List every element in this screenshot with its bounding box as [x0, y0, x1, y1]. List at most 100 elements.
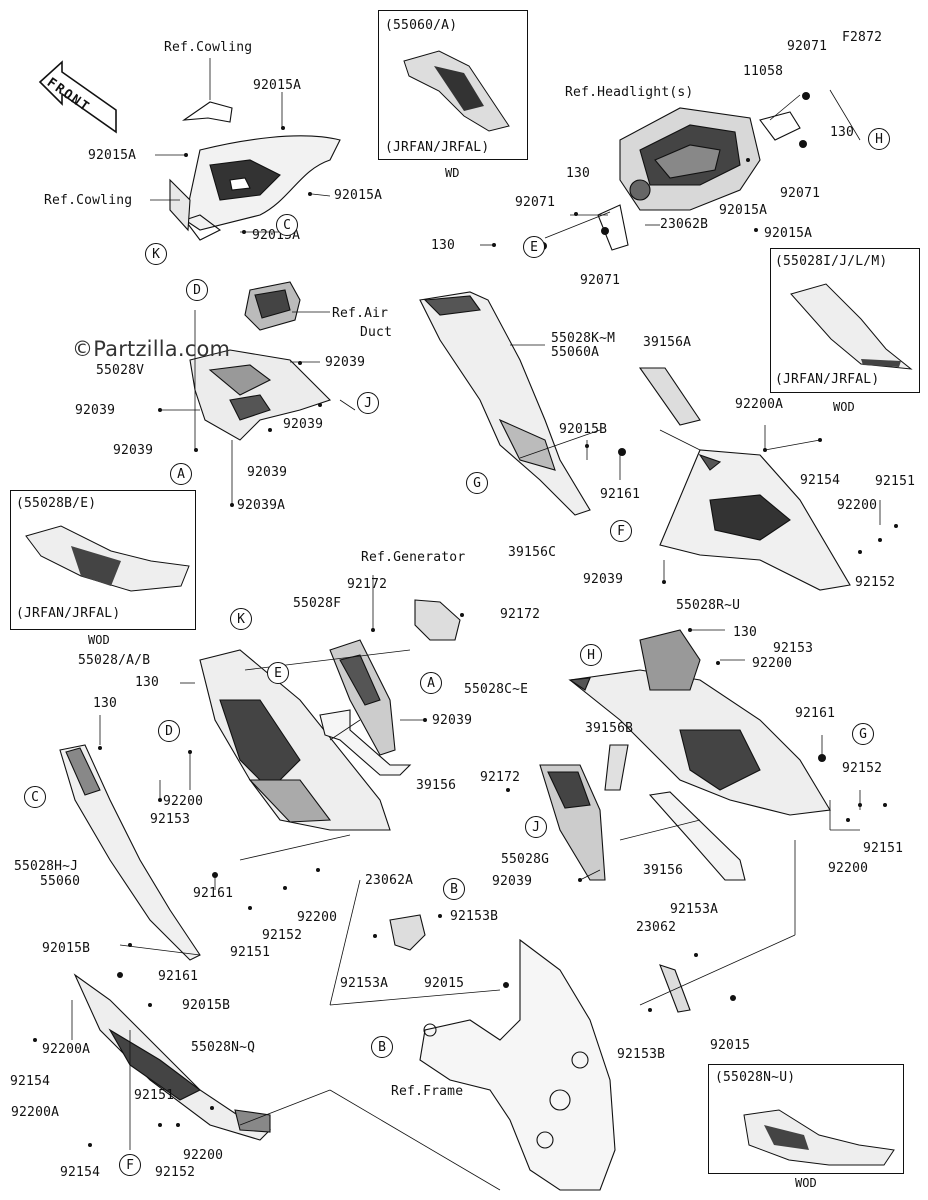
part-label[interactable]: 55028V: [96, 363, 145, 378]
part-label[interactable]: 92154: [60, 1165, 101, 1180]
part-label[interactable]: 92153B: [617, 1047, 666, 1062]
part-label[interactable]: 55060: [40, 874, 81, 889]
part-label[interactable]: 55028C~E: [464, 682, 529, 697]
part-label[interactable]: 92039: [283, 417, 324, 432]
part-label[interactable]: 92039: [492, 874, 533, 889]
callout-h[interactable]: H: [580, 644, 602, 666]
part-label[interactable]: 92153A: [670, 902, 719, 917]
callout-a[interactable]: A: [420, 672, 442, 694]
callout-e[interactable]: E: [523, 236, 545, 258]
part-label[interactable]: 92015A: [719, 203, 768, 218]
part-label[interactable]: 92039: [113, 443, 154, 458]
part-label[interactable]: Duct: [360, 325, 393, 340]
callout-j[interactable]: J: [525, 816, 547, 838]
part-label[interactable]: 92161: [193, 886, 234, 901]
callout-k[interactable]: K: [230, 608, 252, 630]
part-label[interactable]: 92154: [800, 473, 841, 488]
part-label[interactable]: 92071: [780, 186, 821, 201]
part-label[interactable]: 92015B: [182, 998, 231, 1013]
part-label[interactable]: 92152: [842, 761, 883, 776]
callout-d[interactable]: D: [186, 279, 208, 301]
part-label[interactable]: 92152: [855, 575, 896, 590]
part-label[interactable]: 11058: [743, 64, 784, 79]
part-label[interactable]: 39156: [643, 863, 684, 878]
part-label[interactable]: 92172: [480, 770, 521, 785]
part-label[interactable]: 92200A: [11, 1105, 60, 1120]
part-label[interactable]: 92154: [10, 1074, 51, 1089]
part-label[interactable]: 92153: [773, 641, 814, 656]
part-label[interactable]: 55028F: [293, 596, 342, 611]
callout-e[interactable]: E: [267, 662, 289, 684]
part-label[interactable]: 92039A: [237, 498, 286, 513]
callout-j[interactable]: J: [357, 392, 379, 414]
part-label[interactable]: 92200: [297, 910, 338, 925]
part-label[interactable]: 55028R~U: [676, 598, 741, 613]
callout-h[interactable]: H: [868, 128, 890, 150]
part-label[interactable]: 23062: [636, 920, 677, 935]
part-label[interactable]: 55028N~Q: [191, 1040, 256, 1055]
part-label[interactable]: Ref.Air: [332, 306, 389, 321]
part-label[interactable]: 92015A: [334, 188, 383, 203]
part-label[interactable]: 130: [135, 675, 160, 690]
part-label[interactable]: 92071: [580, 273, 621, 288]
part-label[interactable]: 39156B: [585, 721, 634, 736]
part-label[interactable]: 55060A: [551, 345, 600, 360]
part-label[interactable]: 39156A: [643, 335, 692, 350]
part-label[interactable]: 92200: [752, 656, 793, 671]
part-label[interactable]: 23062B: [660, 217, 709, 232]
callout-b[interactable]: B: [443, 878, 465, 900]
part-label[interactable]: 92200: [828, 861, 869, 876]
part-label[interactable]: 130: [431, 238, 456, 253]
part-label[interactable]: 130: [830, 125, 855, 140]
part-label[interactable]: 130: [733, 625, 758, 640]
part-label[interactable]: 92200A: [735, 397, 784, 412]
part-label[interactable]: 92161: [600, 487, 641, 502]
callout-f[interactable]: F: [610, 520, 632, 542]
callout-b[interactable]: B: [371, 1036, 393, 1058]
callout-a[interactable]: A: [170, 463, 192, 485]
callout-d[interactable]: D: [158, 720, 180, 742]
part-label[interactable]: Ref.Cowling: [164, 40, 253, 55]
part-label[interactable]: 92161: [795, 706, 836, 721]
part-label[interactable]: 92151: [863, 841, 904, 856]
part-label[interactable]: 92039: [325, 355, 366, 370]
part-label[interactable]: Ref.Cowling: [44, 193, 133, 208]
part-label[interactable]: 92200A: [42, 1042, 91, 1057]
part-label[interactable]: 92200: [163, 794, 204, 809]
part-label[interactable]: 92200: [837, 498, 878, 513]
part-label[interactable]: 92039: [583, 572, 624, 587]
part-label[interactable]: 92161: [158, 969, 199, 984]
part-label[interactable]: 92151: [230, 945, 271, 960]
part-label[interactable]: 92071: [787, 39, 828, 54]
part-label[interactable]: 92172: [500, 607, 541, 622]
part-label[interactable]: Ref.Headlight(s): [565, 85, 694, 100]
part-label[interactable]: 92015: [710, 1038, 751, 1053]
part-label[interactable]: 39156C: [508, 545, 557, 560]
part-label[interactable]: 92200: [183, 1148, 224, 1163]
callout-k[interactable]: K: [145, 243, 167, 265]
callout-g[interactable]: G: [852, 723, 874, 745]
part-label[interactable]: 92153: [150, 812, 191, 827]
part-label[interactable]: 92039: [432, 713, 473, 728]
part-label[interactable]: 55028G: [501, 852, 550, 867]
part-label[interactable]: 55028H~J: [14, 859, 79, 874]
part-label[interactable]: 92172: [347, 577, 388, 592]
part-label[interactable]: 130: [566, 166, 591, 181]
part-label[interactable]: 92071: [515, 195, 556, 210]
part-label[interactable]: 92151: [875, 474, 916, 489]
part-label[interactable]: 130: [93, 696, 118, 711]
part-label[interactable]: 92152: [155, 1165, 196, 1180]
part-label[interactable]: 92152: [262, 928, 303, 943]
part-label[interactable]: 92015A: [253, 78, 302, 93]
callout-g[interactable]: G: [466, 472, 488, 494]
callout-f[interactable]: F: [119, 1154, 141, 1176]
part-label[interactable]: 92015A: [88, 148, 137, 163]
part-label[interactable]: 92015: [424, 976, 465, 991]
part-label[interactable]: 92015B: [559, 422, 608, 437]
part-label[interactable]: 23062A: [365, 873, 414, 888]
part-label[interactable]: 92039: [247, 465, 288, 480]
part-label[interactable]: 55028K~M: [551, 331, 616, 346]
part-label[interactable]: 92153A: [340, 976, 389, 991]
part-label[interactable]: 39156: [416, 778, 457, 793]
part-label[interactable]: Ref.Generator: [361, 550, 466, 565]
